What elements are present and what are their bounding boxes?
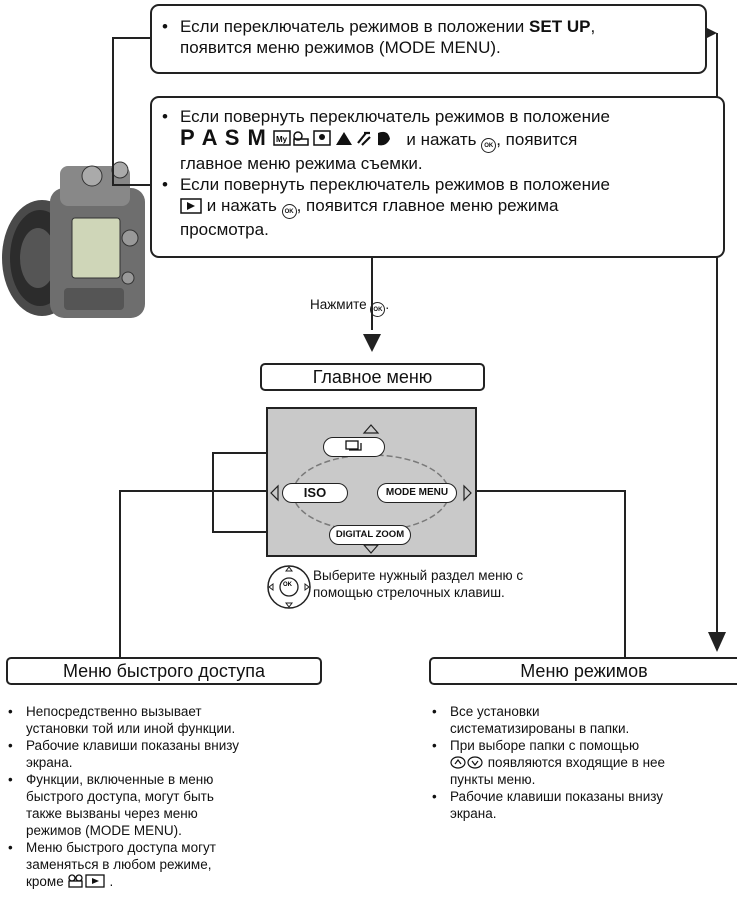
down-arrow-icon bbox=[362, 544, 380, 554]
select-section-note: Выберите нужный раздел меню с помощью ст… bbox=[313, 568, 524, 600]
night-icon bbox=[377, 131, 390, 146]
svg-text:OK: OK bbox=[283, 582, 293, 588]
arrow-pad-icon: OK bbox=[267, 565, 311, 609]
mode-menu-title: Меню режимов bbox=[429, 657, 737, 685]
shooting-playback-info-box: Если повернуть переключатель режимов в п… bbox=[150, 96, 725, 258]
lcd-screen: ISO MODE MENU DIGITAL ZOOM bbox=[266, 407, 477, 557]
left-arrow-icon bbox=[270, 484, 279, 502]
mode-letters: P A S M bbox=[180, 125, 267, 150]
quick-menu-title: Меню быстрого доступа bbox=[6, 657, 322, 685]
digital-zoom-button[interactable]: DIGITAL ZOOM bbox=[329, 525, 411, 545]
mode-menu-item: При выборе папки с помощью появляются вх… bbox=[430, 737, 735, 788]
set-up-info-box: Если переключатель режимов в положении S… bbox=[150, 4, 707, 74]
scene-modes-icons: My bbox=[272, 130, 390, 146]
camera-image bbox=[2, 161, 145, 318]
playback-info-line1: Если повернуть переключатель режимов в п… bbox=[158, 174, 718, 195]
sport-icon bbox=[356, 131, 371, 146]
shooting-info-line3: главное меню режима съемки. bbox=[180, 154, 423, 173]
continuous-shooting-button[interactable] bbox=[323, 437, 385, 457]
svg-text:My: My bbox=[276, 135, 288, 144]
play-icon bbox=[180, 198, 202, 214]
ok-button-icon: OK bbox=[481, 138, 497, 153]
ok-button-icon: OK bbox=[281, 204, 297, 219]
shooting-info-line1: Если повернуть переключатель режимов в п… bbox=[158, 106, 718, 127]
main-menu-title: Главное меню bbox=[260, 363, 485, 391]
continuous-shooting-icon bbox=[345, 440, 362, 451]
playback-info-line3: просмотра. bbox=[180, 220, 269, 239]
portrait-icon bbox=[312, 130, 331, 146]
movie-play-icons bbox=[68, 874, 106, 888]
movie-icon bbox=[292, 131, 303, 141]
set-up-info-line: Если переключатель режимов в положении S… bbox=[158, 16, 703, 37]
right-arrow-icon bbox=[463, 484, 472, 502]
up-arrow-icon bbox=[362, 424, 380, 434]
my-mode-icon bbox=[272, 130, 291, 146]
mode-menu-button[interactable]: MODE MENU bbox=[377, 483, 457, 503]
set-up-info-line2: появится меню режимов (MODE MENU). bbox=[180, 38, 501, 57]
shooting-info-line2: P A S M My и нажать OK, появится bbox=[158, 127, 718, 153]
landscape-icon bbox=[335, 132, 352, 145]
up-down-arrow-icons bbox=[450, 756, 483, 769]
iso-button[interactable]: ISO bbox=[282, 483, 348, 503]
press-ok-label: Нажмите OK. bbox=[310, 296, 389, 317]
ok-button-icon: OK bbox=[370, 302, 386, 317]
playback-info-line2: и нажать OK, появится главное меню режим… bbox=[158, 195, 718, 219]
